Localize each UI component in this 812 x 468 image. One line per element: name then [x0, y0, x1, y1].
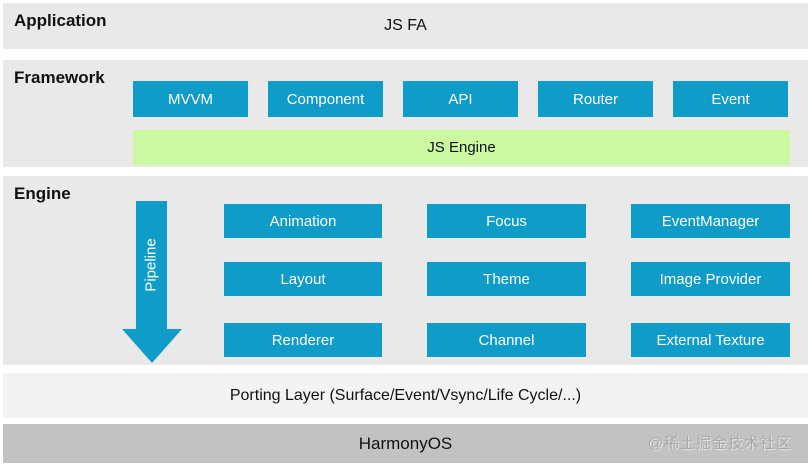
- module-api: API: [403, 81, 518, 117]
- engine-layer-label: Engine: [14, 184, 71, 203]
- module-router: Router: [538, 81, 653, 117]
- pipeline-arrow-head-icon: [122, 329, 182, 363]
- juejin-watermark: @稀土掘金技术社区: [647, 435, 792, 452]
- module-mvvm: MVVM: [133, 81, 248, 117]
- application-layer-band: Application JS FA: [3, 3, 808, 49]
- pipeline-label: Pipeline: [142, 238, 160, 292]
- module-event: Event: [673, 81, 788, 117]
- engine-layer-band: Engine Pipeline Animation Focus EventMan…: [3, 176, 808, 365]
- module-eventmanager: EventManager: [631, 204, 790, 238]
- framework-layer-band: Framework MVVM Component API Router Even…: [3, 60, 808, 167]
- js-engine-bar: JS Engine: [133, 130, 790, 165]
- js-fa-block: JS FA: [384, 17, 427, 34]
- harmonyos-label: HarmonyOS: [358, 433, 453, 453]
- application-layer-label: Application: [14, 11, 107, 30]
- module-channel: Channel: [427, 323, 586, 357]
- module-external-texture: External Texture: [631, 323, 790, 357]
- porting-layer-label: Porting Layer (Surface/Event/Vsync/Life …: [229, 386, 582, 404]
- pipeline-arrow-shaft: [136, 201, 167, 329]
- module-animation: Animation: [224, 204, 382, 238]
- module-focus: Focus: [427, 204, 586, 238]
- porting-layer-band: Porting Layer (Surface/Event/Vsync/Life …: [3, 373, 808, 418]
- harmonyos-band: HarmonyOS: [3, 424, 808, 463]
- framework-layer-label: Framework: [14, 68, 105, 87]
- module-component: Component: [268, 81, 383, 117]
- module-renderer: Renderer: [224, 323, 382, 357]
- module-layout: Layout: [224, 262, 382, 296]
- module-theme: Theme: [427, 262, 586, 296]
- module-image-provider: Image Provider: [631, 262, 790, 296]
